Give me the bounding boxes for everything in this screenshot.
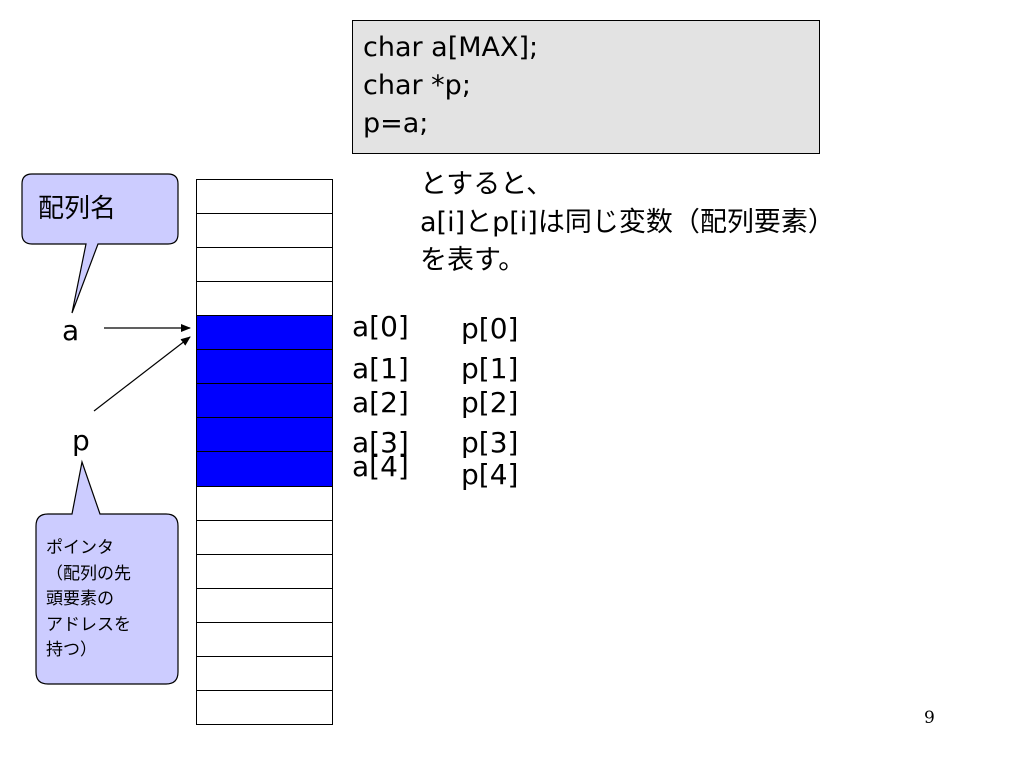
element-label-a: a[3]: [352, 426, 409, 459]
memory-cell: [196, 690, 333, 725]
label-a: a: [62, 314, 80, 347]
element-label-p: p[2]: [461, 386, 519, 419]
explanation-line: とすると、: [420, 169, 554, 200]
code-box: char a[MAX]; char *p; p=a;: [352, 20, 820, 154]
explanation-text: とすると、 a[i]とp[i]は同じ変数（配列要素） を表す。: [420, 166, 835, 280]
code-line: char *p;: [363, 70, 471, 101]
pointer-callout-line: 頭要素の: [46, 589, 114, 609]
array-element-cell: [196, 451, 333, 487]
pointer-callout: [35, 459, 179, 685]
pointer-callout-line: アドレスを: [46, 614, 131, 635]
explanation-line: を表す。: [420, 245, 526, 276]
page-number: 9: [924, 708, 935, 728]
pointer-callout-line: ポインタ: [46, 538, 114, 558]
pointer-callout-line: 持つ）: [46, 640, 97, 660]
array-name-callout-text: 配列名: [38, 194, 117, 224]
pointer-callout-line: （配列の先: [46, 563, 131, 584]
array-element-cell: [196, 349, 333, 384]
element-label-p: p[3]: [461, 426, 519, 459]
element-label-p: p[4]: [461, 458, 519, 491]
element-label-p: p[1]: [461, 352, 519, 385]
label-p: p: [72, 424, 90, 457]
p-arrow: [93, 336, 191, 412]
element-label-a: a[1]: [352, 352, 409, 385]
element-label-p: p[0]: [461, 312, 519, 345]
code-line: char a[MAX];: [363, 32, 539, 63]
element-label-a: a[2]: [352, 386, 409, 419]
element-label-a: a[4]: [352, 450, 409, 483]
pointer-callout-text: ポインタ （配列の先 頭要素の アドレスを 持つ）: [46, 536, 166, 664]
array-name-callout: [21, 173, 179, 314]
code-line: p=a;: [363, 108, 429, 139]
element-label-a: a[0]: [352, 310, 409, 343]
explanation-line: a[i]とp[i]は同じ変数（配列要素）: [420, 207, 835, 238]
array-element-cell: [196, 383, 333, 418]
